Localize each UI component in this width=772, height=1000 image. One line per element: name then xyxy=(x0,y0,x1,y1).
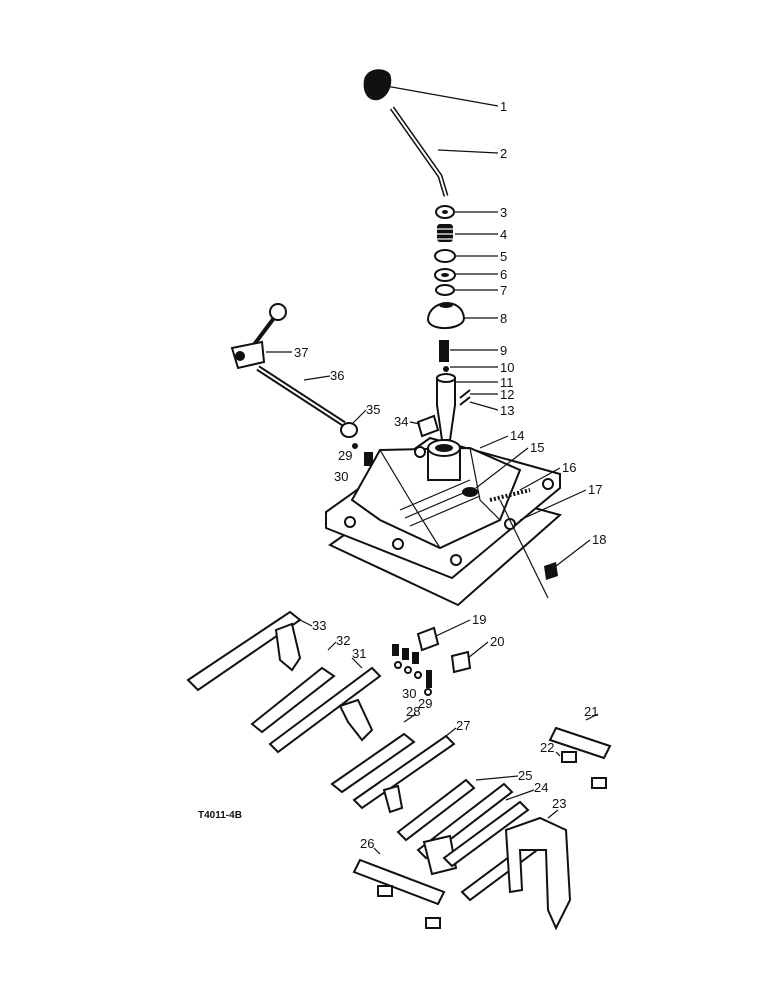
callout-label: 23 xyxy=(552,796,566,811)
leader-lines xyxy=(266,85,599,855)
interlock-plate xyxy=(442,800,530,868)
ring xyxy=(435,284,455,296)
shift-fork xyxy=(338,698,374,742)
shift-fork xyxy=(504,816,572,931)
callout-label: 10 xyxy=(500,360,514,375)
callout-label: 12 xyxy=(500,387,514,402)
callout-label: 36 xyxy=(330,368,344,383)
callout-label: 17 xyxy=(588,482,602,497)
callout-label: 13 xyxy=(500,403,514,418)
pad xyxy=(425,917,441,929)
callout-label: 16 xyxy=(562,460,576,475)
callout-label: 1 xyxy=(500,99,507,114)
callout-label: 2 xyxy=(500,146,507,161)
callout-label: 29 xyxy=(418,696,432,711)
shift-fork xyxy=(382,784,404,814)
interlock-plunger xyxy=(462,487,478,497)
handle-ball xyxy=(269,303,287,321)
callout-label: 31 xyxy=(352,646,366,661)
callout-label: 15 xyxy=(530,440,544,455)
interlock-plate xyxy=(548,726,612,760)
callout-label: 33 xyxy=(312,618,326,633)
lever-shaft xyxy=(436,377,456,441)
callout-label: 19 xyxy=(472,612,486,627)
detent-springs-and-balls xyxy=(392,644,432,696)
callout-label: 21 xyxy=(584,704,598,719)
selector-rail xyxy=(352,734,456,810)
drawing-code: T4011-4B xyxy=(198,810,242,821)
interlock-plate xyxy=(330,732,416,794)
spring xyxy=(364,452,373,466)
ring xyxy=(434,249,456,263)
pin xyxy=(459,389,471,399)
callout-label: 37 xyxy=(294,345,308,360)
interlock-plate xyxy=(250,666,336,734)
callout-label: 9 xyxy=(500,343,507,358)
pad xyxy=(377,885,393,897)
callout-label: 27 xyxy=(456,718,470,733)
gear-lever-assembly xyxy=(363,69,471,441)
pad xyxy=(561,751,577,763)
callout-label: 5 xyxy=(500,249,507,264)
pad xyxy=(591,777,607,789)
reverse-lever-assembly xyxy=(230,303,440,466)
plug xyxy=(450,650,472,674)
pin xyxy=(459,396,471,406)
dust-cover xyxy=(426,302,466,329)
spring xyxy=(439,340,449,362)
selector-rail xyxy=(268,666,382,754)
interlock-plate xyxy=(396,778,476,842)
callout-label: 8 xyxy=(500,311,507,326)
callout-label: 28 xyxy=(406,704,420,719)
callout-label: 24 xyxy=(534,780,548,795)
callout-label: 11 xyxy=(500,375,514,390)
ball xyxy=(352,443,358,449)
clip xyxy=(416,626,440,652)
callout-label: 29 xyxy=(338,448,352,463)
callout-label: 30 xyxy=(402,686,416,701)
shift-fork xyxy=(274,622,302,672)
plug xyxy=(340,422,358,438)
callout-label: 18 xyxy=(592,532,606,547)
shift-fork xyxy=(422,834,458,876)
interlock-plate xyxy=(352,858,446,906)
callout-label: 35 xyxy=(366,402,380,417)
callout-label: 34 xyxy=(394,414,408,429)
shift-housing xyxy=(325,436,563,607)
callout-label: 4 xyxy=(500,227,507,242)
spring xyxy=(489,488,531,502)
lever-bracket xyxy=(230,340,266,370)
callout-labels: 1 2 3 4 5 6 7 8 9 10 11 12 13 14 15 16 1… xyxy=(294,99,606,851)
plug xyxy=(416,414,440,438)
callout-label: 7 xyxy=(500,283,507,298)
callout-label: 25 xyxy=(518,768,532,783)
lever-knob xyxy=(363,69,392,101)
callout-label: 26 xyxy=(360,836,374,851)
plug xyxy=(544,562,558,580)
callout-label: 3 xyxy=(500,205,507,220)
callout-label: 30 xyxy=(334,469,348,484)
callout-label: 6 xyxy=(500,267,507,282)
callout-label: 32 xyxy=(336,633,350,648)
ball xyxy=(443,366,449,372)
callout-label: 22 xyxy=(540,740,554,755)
spring xyxy=(437,224,453,242)
selector-rails xyxy=(186,610,612,931)
callout-label: 14 xyxy=(510,428,524,443)
callout-label: 20 xyxy=(490,634,504,649)
